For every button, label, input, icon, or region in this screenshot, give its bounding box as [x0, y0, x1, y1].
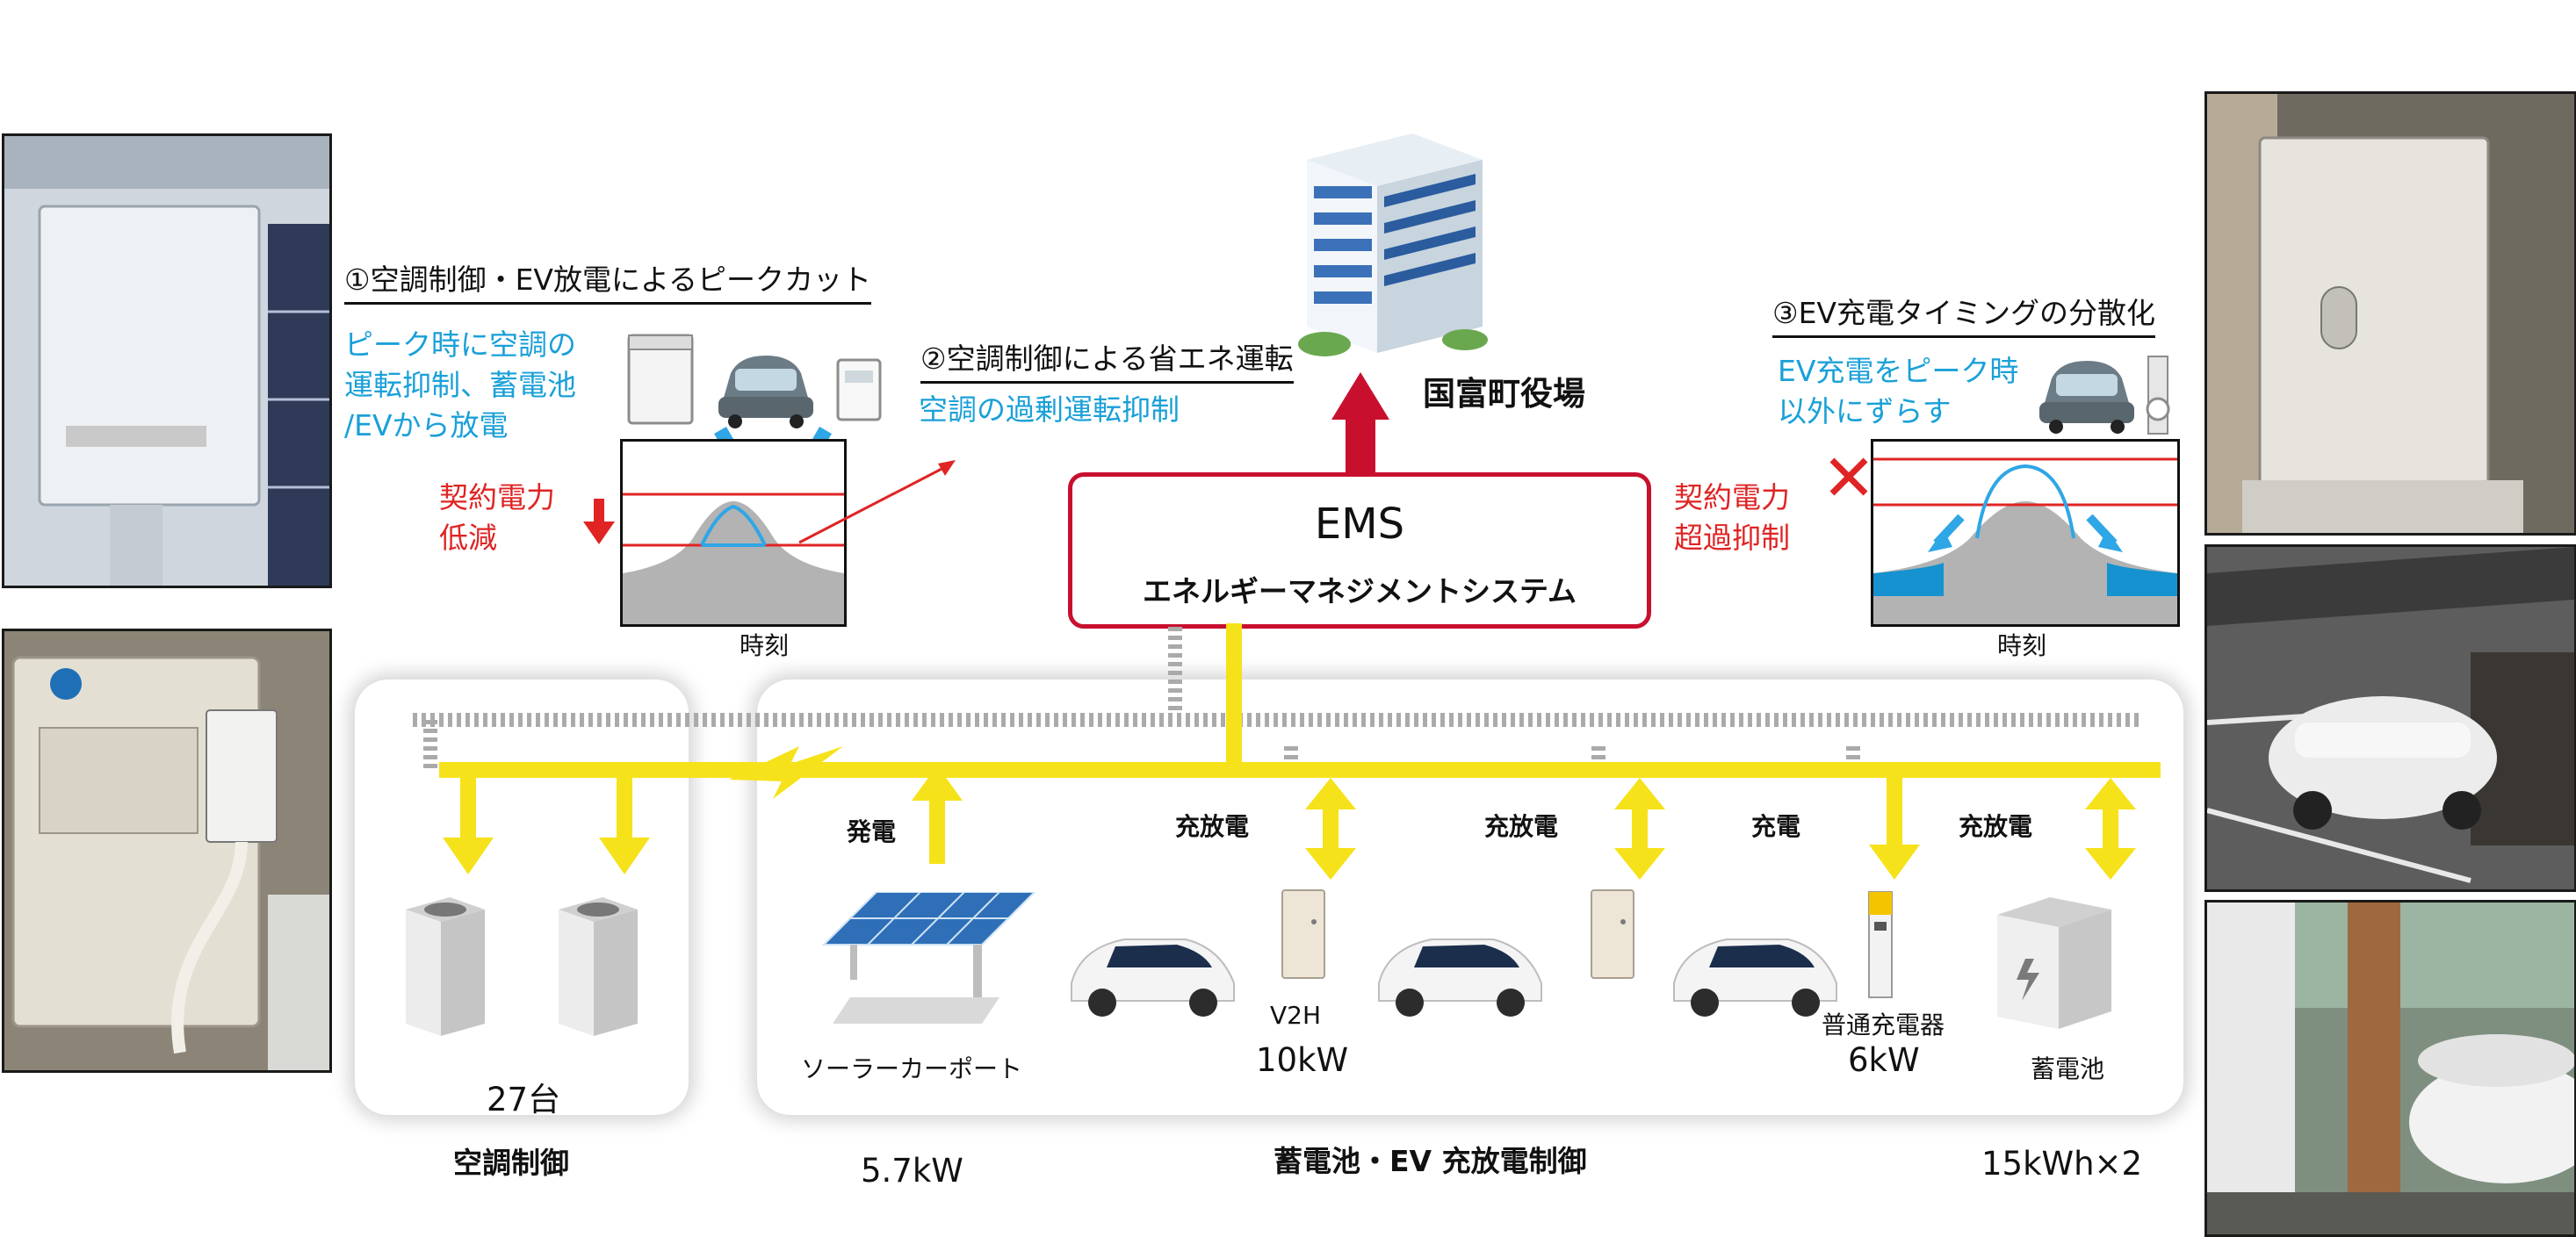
ev-timing-title: ③EV充電タイミングの分散化 — [1772, 290, 2156, 338]
photo-battery-cabinet-graphic — [2207, 94, 2574, 533]
peak-cut-title: ①空調制御・EV放電によるピークカット — [344, 256, 872, 305]
ev-timing-desc-line1: EV充電をピーク時 — [1778, 354, 2019, 388]
ev-timing-graph-svg — [1873, 457, 2177, 624]
aircon-caption: 空調制御 — [453, 1146, 569, 1180]
v2h-label: V2H — [1270, 1001, 1322, 1030]
charger-capacity: 6kW — [1848, 1041, 1920, 1079]
solar-label: ソーラーカーポート — [801, 1054, 1023, 1083]
ev-car-icon-1 — [1071, 939, 1235, 1017]
normal-charger-icon — [1868, 891, 1893, 998]
aircon-count: 27台 — [487, 1081, 561, 1118]
ems-title: EMS — [1314, 500, 1405, 549]
ev-car-icon-2 — [1378, 939, 1542, 1017]
energy-save-desc: 空調の過剰運転抑制 — [919, 392, 1180, 427]
photo-ev-carport-graphic — [2207, 547, 2574, 889]
peak-cut-contract-line2: 低減 — [439, 521, 497, 555]
aircon-outdoor-unit-2 — [559, 897, 638, 1036]
battery-flow-label: 充放電 — [1959, 812, 2033, 841]
ems-to-building-red-arrow — [1331, 372, 1389, 476]
v2h-unit-icon-1 — [1281, 889, 1325, 979]
ev-timing-time-label: 時刻 — [1997, 631, 2047, 660]
v2h-flow-label-2: 充放電 — [1484, 812, 1559, 841]
red-down-arrow-icon — [583, 499, 615, 544]
ems-box[interactable]: EMS エネルギーマネジメントシステム — [1068, 472, 1651, 629]
charger-label: 普通充電器 — [1822, 1010, 1945, 1039]
photo-controller-unit — [2, 133, 332, 588]
town-hall-label: 国富町役場 — [1423, 375, 1585, 413]
storage-battery-icon — [1997, 897, 2111, 1029]
photo-controller-unit-graphic — [4, 136, 329, 586]
ev-timing-graph — [1871, 439, 2180, 627]
battery-capacity: 15kWh×2 — [1981, 1145, 2143, 1183]
peak-cut-time-label: 時刻 — [740, 631, 790, 660]
solar-carport-icon — [821, 892, 1036, 1024]
photo-ev-charging-row — [2204, 900, 2576, 1237]
solar-capacity: 5.7kW — [861, 1152, 963, 1190]
peak-cut-desc-line3: /EVから放電 — [344, 408, 509, 442]
ems-subtitle: エネルギーマネジメントシステム — [1142, 574, 1577, 608]
peak-cut-desc-line2: 運転抑制、蓄電池 — [344, 368, 576, 402]
ev-timing-contract-line2: 超過抑制 — [1674, 521, 1790, 555]
photo-ev-charging-row-graphic — [2207, 903, 2574, 1234]
ev-timing-contract-line1: 契約電力 — [1674, 480, 1790, 514]
ev-timing-desc-line2: 以外にずらす — [1778, 394, 1952, 428]
v2h-capacity: 10kW — [1256, 1041, 1349, 1079]
aircon-outdoor-unit-1 — [406, 897, 485, 1036]
peak-cut-graph — [620, 439, 847, 627]
peak-cut-graph-svg — [623, 493, 844, 624]
lightning-bolt-icon — [729, 746, 843, 799]
storage-ev-caption: 蓄電池・EV 充放電制御 — [1274, 1144, 1587, 1178]
battery-label: 蓄電池 — [2031, 1054, 2105, 1083]
photo-outdoor-aircon-graphic — [4, 631, 329, 1070]
charge-flow-label: 充電 — [1751, 812, 1801, 841]
battery-cabinet-icon — [627, 334, 694, 425]
energy-save-title: ②空調制御による省エネ運転 — [920, 335, 1294, 384]
aircon-control-panel — [355, 680, 689, 1115]
ev-car-icon-3 — [1673, 939, 1837, 1017]
v2h-unit-icon-2 — [1591, 889, 1634, 979]
v2h-flow-label-1: 充放電 — [1175, 812, 1250, 841]
generation-label: 発電 — [847, 817, 897, 846]
photo-outdoor-aircon-unit — [2, 629, 332, 1073]
ev-car-front-icon — [718, 356, 813, 428]
thin-red-pointer-arrow — [798, 460, 956, 544]
peak-cut-desc-line1: ピーク時に空調の — [344, 327, 576, 362]
red-cross-icon — [1829, 457, 1868, 496]
photo-ev-carport — [2204, 544, 2576, 892]
photo-battery-cabinet — [2204, 91, 2576, 536]
v2h-charger-icon — [836, 358, 882, 421]
town-hall-building-icon — [1298, 133, 1488, 356]
peak-cut-contract-line1: 契約電力 — [439, 480, 555, 514]
yellow-power-bus — [439, 623, 2161, 880]
charging-stand-icon — [2146, 356, 2170, 435]
ev-car-front-icon-2 — [2039, 361, 2134, 434]
